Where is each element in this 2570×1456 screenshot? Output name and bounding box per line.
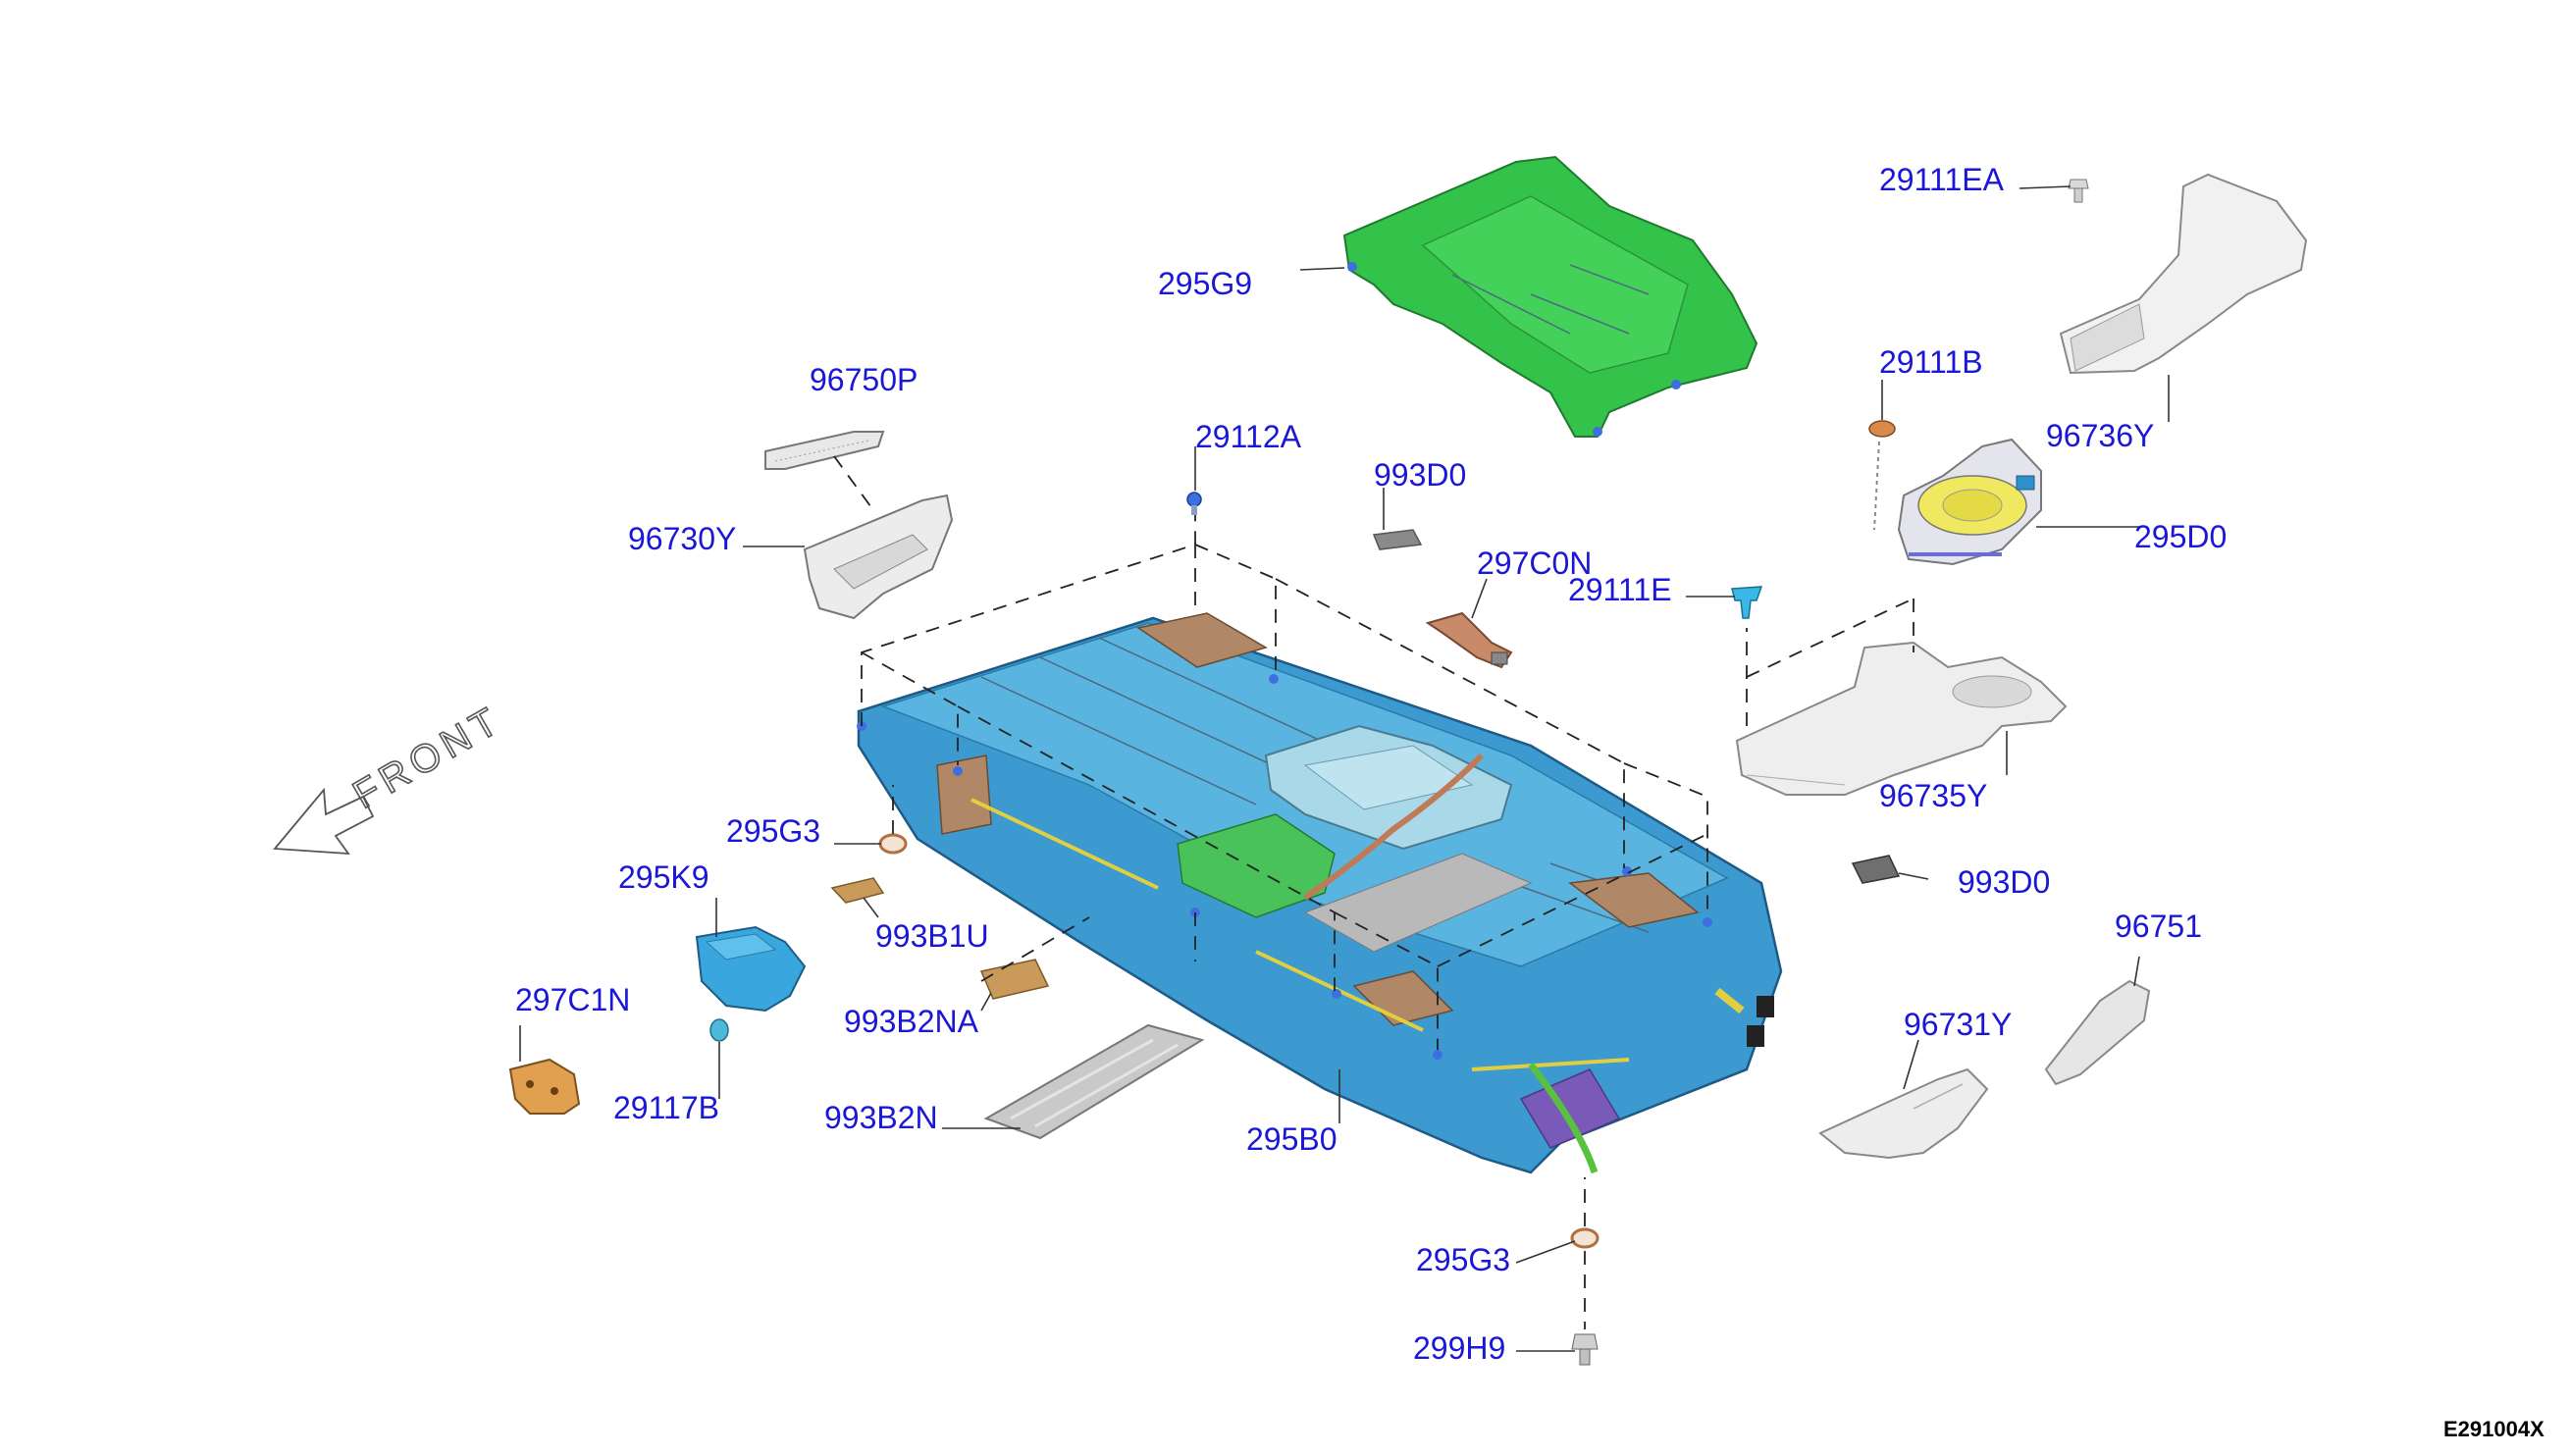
assembly-lines — [833, 455, 1914, 1329]
label-29111EA[interactable]: 29111EA — [1879, 162, 2005, 197]
fan-295D0[interactable] — [1873, 438, 2042, 566]
label-993D0-top[interactable] — [1372, 529, 1423, 550]
label-993B1U[interactable]: 993B1U — [875, 918, 989, 954]
battery-pack-295B0[interactable] — [857, 612, 1783, 1174]
label-297C1N[interactable]: 297C1N — [515, 982, 630, 1017]
bolt-29111EA[interactable] — [2068, 179, 2089, 203]
pad-993B2NA[interactable] — [979, 959, 1050, 1000]
duct-96731Y[interactable] — [1818, 1067, 1989, 1160]
label-29117B[interactable]: 29117B — [613, 1090, 719, 1125]
duct-96730Y[interactable] — [803, 494, 954, 620]
nut-29111B[interactable] — [1868, 420, 1896, 438]
label-29111E[interactable]: 29111E — [1568, 572, 1672, 607]
leader-lines — [519, 185, 2170, 1352]
label-993D0-top[interactable]: 993D0 — [1374, 457, 1466, 493]
clip-29111E[interactable] — [1731, 586, 1763, 619]
sheet-993B2N[interactable] — [983, 1023, 1205, 1140]
harness-297C0N[interactable] — [1425, 611, 1513, 669]
drawing-code: E291004X — [2443, 1417, 2544, 1441]
label-96735Y[interactable]: 96735Y — [1879, 778, 1987, 813]
module-295K9[interactable] — [695, 925, 807, 1013]
cover-295G9[interactable] — [1342, 155, 1758, 438]
label-96730Y[interactable]: 96730Y — [628, 521, 736, 556]
label-295D0[interactable]: 295D0 — [2134, 519, 2227, 554]
washer-295G3-left[interactable] — [878, 833, 908, 855]
clip-29117B[interactable] — [709, 1018, 729, 1042]
bracket-96751[interactable] — [2044, 979, 2151, 1086]
label-295B0[interactable]: 295B0 — [1246, 1121, 1337, 1157]
harness-297C1N[interactable] — [508, 1058, 581, 1115]
label-29111B[interactable]: 29111B — [1879, 344, 1983, 380]
label-96736Y[interactable]: 96736Y — [2046, 418, 2154, 453]
duct-96735Y[interactable] — [1735, 641, 2068, 796]
label-295G9[interactable]: 295G9 — [1158, 266, 1252, 301]
front-label: FRONT — [346, 698, 510, 817]
label-29112A[interactable]: 29112A — [1195, 419, 1302, 454]
label-993D0-right[interactable]: 993D0 — [1958, 864, 2050, 900]
label-295K9[interactable]: 295K9 — [618, 859, 709, 895]
label-993B2NA[interactable]: 993B2NA — [844, 1004, 979, 1039]
label-96731Y[interactable]: 96731Y — [1904, 1007, 2012, 1042]
washer-295G3-bottom[interactable] — [1570, 1227, 1600, 1249]
label-993B2N[interactable]: 993B2N — [824, 1100, 938, 1135]
label-993D0-right[interactable] — [1851, 855, 1901, 884]
label-96751[interactable]: 96751 — [2115, 909, 2202, 944]
bolt-299H9[interactable] — [1571, 1333, 1599, 1366]
pad-993B1U[interactable] — [830, 877, 885, 904]
part-labels: 29111EA 295G9 96750P 29112A 993D0 29111B… — [515, 162, 2227, 1366]
label-299H9[interactable]: 299H9 — [1413, 1330, 1505, 1366]
label-297C0N[interactable]: 297C0N — [1477, 546, 1592, 581]
front-direction-indicator: FRONT — [273, 697, 511, 856]
bracket-96750P[interactable] — [764, 431, 885, 470]
front-arrow-icon — [273, 787, 375, 856]
label-96750P[interactable]: 96750P — [810, 362, 918, 397]
label-295G3-left[interactable]: 295G3 — [726, 813, 820, 849]
bolt-29112A[interactable] — [1186, 492, 1202, 515]
duct-96736Y[interactable] — [2059, 173, 2308, 375]
label-295G3-bottom[interactable]: 295G3 — [1416, 1242, 1510, 1277]
